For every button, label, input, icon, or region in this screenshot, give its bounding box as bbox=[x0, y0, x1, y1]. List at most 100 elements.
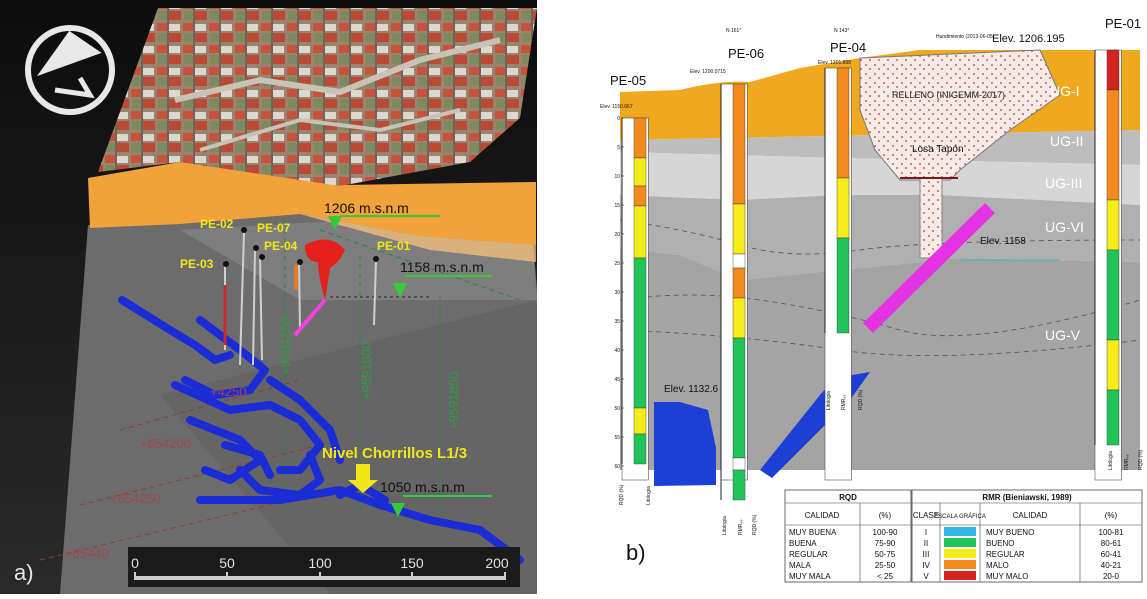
rqd-row-calidad: MUY BUENA bbox=[789, 528, 837, 537]
well-title-pe06: PE-06 bbox=[728, 46, 764, 61]
unit-ug-v: UG-V bbox=[1045, 327, 1081, 343]
rmr-row-clase: II bbox=[924, 539, 928, 548]
rmr-header-clase: CLASE bbox=[913, 511, 939, 520]
scale-tick-200: 200 bbox=[485, 555, 509, 571]
panel-a-label: a) bbox=[14, 560, 34, 585]
depth-tick: 55 bbox=[614, 435, 620, 441]
depth-tick: 10 bbox=[614, 174, 620, 180]
rmr-row-calidad: MUY BUENO bbox=[986, 528, 1034, 537]
rmr-row-calidad: BUENO bbox=[986, 539, 1014, 548]
aerial-orthophoto bbox=[98, 8, 537, 186]
well-label-pe07: PE-07 bbox=[257, 221, 291, 235]
unit-ug-i: UG-I bbox=[1050, 83, 1080, 99]
scale-bar: 0 50 100 150 200 bbox=[128, 547, 520, 587]
rmr-swatch bbox=[944, 549, 976, 558]
rqd-row-pct: 25-50 bbox=[875, 561, 896, 570]
elev-pe06: Elev. 1200.0715 bbox=[690, 69, 726, 75]
well-label-pe01: PE-01 bbox=[377, 239, 411, 253]
elev-pe04: Elev. 1201.898 bbox=[818, 60, 851, 66]
layer-ug-iii bbox=[620, 152, 1140, 205]
rmr-header-calidad: CALIDAD bbox=[1013, 511, 1048, 520]
hundimiento-label: Hundimiento (2013-06-05) bbox=[936, 34, 995, 40]
rqd-row-pct: 100-90 bbox=[873, 528, 898, 537]
col-lito-pe01: Litología bbox=[1108, 451, 1114, 470]
depth-tick: 25 bbox=[614, 261, 620, 267]
relleno-body bbox=[305, 239, 345, 300]
relleno-plug bbox=[919, 177, 943, 259]
well-column-pe04 bbox=[824, 67, 852, 481]
rmr-row-calidad: REGULAR bbox=[986, 550, 1025, 559]
rmr-row-clase: III bbox=[923, 550, 930, 559]
elev-1206-label: 1206 m.s.n.m bbox=[324, 200, 409, 216]
rmr-swatch bbox=[944, 538, 976, 547]
rmr-row-pct: 40-21 bbox=[1101, 561, 1122, 570]
scale-tick-150: 150 bbox=[400, 555, 424, 571]
rmr-row-calidad: MUY MALO bbox=[986, 572, 1029, 581]
coord-small: +4250 bbox=[210, 384, 247, 399]
rmr-swatch bbox=[944, 571, 976, 580]
scale-tick-0: 0 bbox=[131, 555, 139, 571]
rqd-row-pct: 50-75 bbox=[875, 550, 896, 559]
east-coord-1: +654200 bbox=[140, 436, 191, 451]
losa-label: Losa Tapón bbox=[912, 144, 964, 155]
well-column-pe06 bbox=[720, 83, 748, 501]
terrain-surface bbox=[88, 162, 536, 245]
rmr-row-calidad: MALO bbox=[986, 561, 1009, 570]
rmr-header-escala: ESCALA GRÁFICA bbox=[934, 513, 986, 520]
depth-tick: 15 bbox=[614, 203, 620, 209]
azimuth-pe04: N 143° bbox=[834, 28, 849, 34]
col-rmr-pe01: RMR₈₉ bbox=[1124, 455, 1130, 470]
rqd-row-calidad: MUY MALA bbox=[789, 572, 831, 581]
rmr-legend-table: RMR (Bieniawski, 1989) CLASE ESCALA GRÁF… bbox=[911, 489, 1143, 583]
elev-1158-b: Elev. 1158 bbox=[980, 236, 1026, 247]
panel-b-label: b) bbox=[626, 540, 646, 565]
depth-tick: 0 bbox=[617, 116, 620, 122]
tunnel-network bbox=[118, 296, 524, 564]
well-column-pe05 bbox=[621, 117, 649, 481]
rmr-header-pct: (%) bbox=[1105, 511, 1118, 520]
east-coord-3: +65440 bbox=[65, 546, 109, 561]
elev-pe05: Elev. 1150.667 bbox=[600, 104, 633, 110]
rqd-row-calidad: REGULAR bbox=[789, 550, 828, 559]
well-label-pe03: PE-03 bbox=[180, 257, 214, 271]
depth-tick: 40 bbox=[614, 348, 620, 354]
well-title-pe05: PE-05 bbox=[610, 73, 646, 88]
rmr-row-pct: 60-41 bbox=[1101, 550, 1122, 559]
rmr-row-pct: 100-81 bbox=[1099, 528, 1124, 537]
depth-tick: 20 bbox=[614, 232, 620, 238]
rmr-title: RMR (Bieniawski, 1989) bbox=[982, 493, 1072, 502]
inclined-borehole bbox=[863, 203, 995, 333]
north-coord-3: +9591850 bbox=[446, 372, 461, 430]
relleno-zone bbox=[859, 49, 1061, 181]
rqd-row-calidad: MALA bbox=[789, 561, 811, 570]
rmr-swatch bbox=[944, 527, 976, 536]
panel-b-cross-section: PE-05 PE-06 PE-04 PE-01 Elev. 1150.667 E… bbox=[540, 0, 1147, 594]
unit-ug-iii: UG-III bbox=[1045, 175, 1082, 191]
depth-tick: 30 bbox=[614, 290, 620, 296]
rmr-row-clase: IV bbox=[922, 561, 930, 570]
rmr-row-pct: 80-61 bbox=[1101, 539, 1122, 548]
rqd-header-calidad: CALIDAD bbox=[805, 511, 840, 520]
col-rqd-pe04: RQD (%) bbox=[858, 389, 864, 410]
col-rmr-pe04: RMR₈₉ bbox=[841, 395, 847, 410]
well-label-pe04: PE-04 bbox=[264, 239, 298, 253]
panel-a-svg: 1206 m.s.n.m 1158 m.s.n.m 1050 m.s.n.m N… bbox=[0, 0, 537, 594]
col-lito-pe06: Litología bbox=[722, 516, 728, 535]
col-rqd-pe05: RQD (%) bbox=[619, 484, 625, 505]
rqd-row-pct: 75-90 bbox=[875, 539, 896, 548]
rqd-header-pct: (%) bbox=[879, 511, 892, 520]
col-rmr-pe06: RMR₈₉ bbox=[738, 520, 744, 535]
rmr-row-clase: I bbox=[925, 528, 927, 537]
col-rqd-pe01: RQD (%) bbox=[1138, 449, 1144, 470]
elevation-arrows bbox=[328, 216, 407, 517]
unit-ug-ii: UG-II bbox=[1050, 133, 1083, 149]
rqd-row-pct: < 25 bbox=[877, 572, 893, 581]
well-title-pe04: PE-04 bbox=[830, 40, 866, 55]
col-lito-pe05: Litología bbox=[646, 486, 652, 505]
depth-tick: 35 bbox=[614, 319, 620, 325]
panel-a-3d-model: 1206 m.s.n.m 1158 m.s.n.m 1050 m.s.n.m N… bbox=[0, 0, 537, 594]
top-elev-label: Elev. 1206.195 bbox=[992, 33, 1065, 45]
col-rqd-pe06: RQD (%) bbox=[752, 514, 758, 535]
north-coord-1: +9591750 bbox=[278, 317, 293, 375]
